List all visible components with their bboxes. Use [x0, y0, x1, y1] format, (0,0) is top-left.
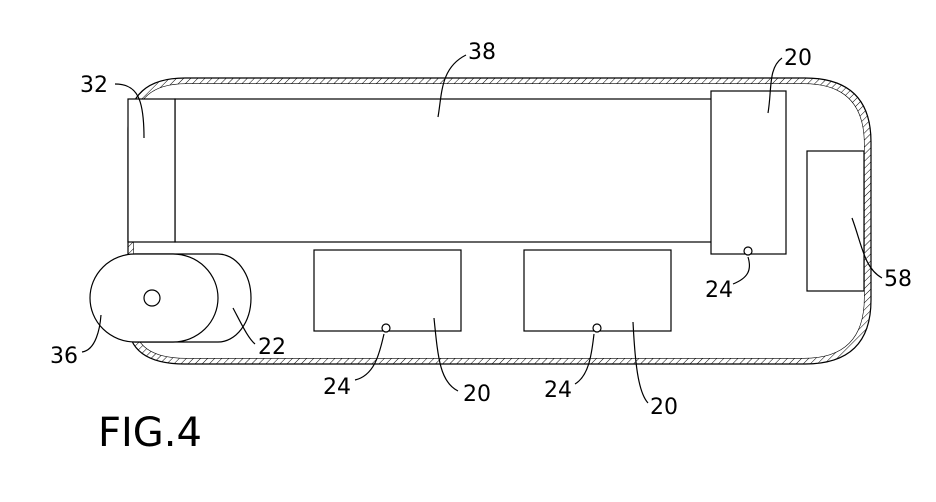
label-24-b1: 24: [323, 375, 351, 400]
leader-36: [81, 314, 102, 353]
module-right: [710, 90, 787, 255]
leader-32: [114, 83, 145, 139]
module-bottom-1-hole: [381, 323, 391, 333]
module-bottom-1: [313, 249, 462, 332]
leader-20-b1: [433, 317, 459, 392]
leader-22: [232, 307, 256, 345]
module-right-hole: [743, 246, 753, 256]
label-38: 38: [468, 40, 496, 65]
label-24-right: 24: [705, 278, 733, 303]
leader-38: [437, 54, 467, 118]
label-24-b2: 24: [544, 378, 572, 403]
label-20-b1: 20: [463, 382, 491, 407]
label-36: 36: [50, 344, 78, 369]
label-22: 22: [258, 335, 286, 360]
module-bottom-2-hole: [592, 323, 602, 333]
module-bottom-2: [523, 249, 672, 332]
end-roller: [127, 98, 176, 243]
leader-24-b1: [354, 333, 385, 381]
motor-shaft: [143, 289, 161, 307]
leader-20-b2: [632, 321, 649, 404]
conveyor-belt: [174, 98, 722, 243]
leader-20-top: [767, 57, 783, 114]
label-58: 58: [884, 267, 912, 292]
figure-title: FIG.4: [98, 410, 202, 456]
label-20-b2: 20: [650, 395, 678, 420]
leader-24-b2: [574, 333, 595, 385]
leader-24-right: [732, 256, 751, 285]
component-58: [806, 150, 865, 292]
leader-58: [851, 217, 883, 279]
label-32: 32: [80, 73, 108, 98]
label-20-top: 20: [784, 46, 812, 71]
